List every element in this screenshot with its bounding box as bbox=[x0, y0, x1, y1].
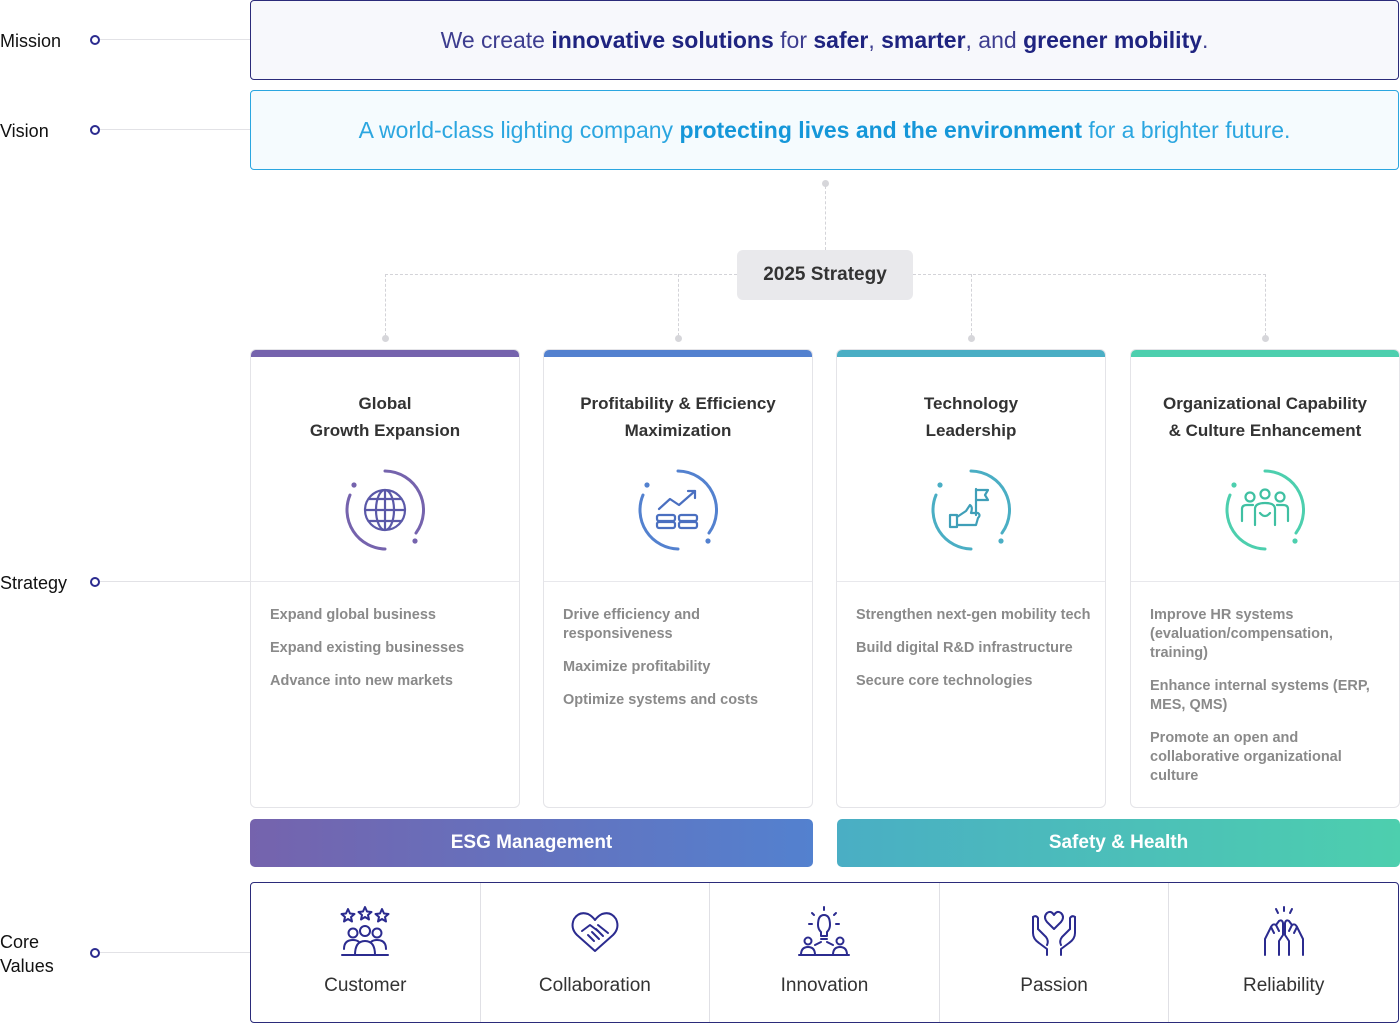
lightbulb-people-icon bbox=[798, 906, 851, 956]
core-values-panel: Customer Collaboration bbox=[250, 882, 1399, 1023]
strategy-connector bbox=[100, 581, 250, 582]
connector-line bbox=[385, 274, 737, 275]
card-item: Maximize profitability bbox=[563, 659, 711, 675]
vision-marker bbox=[90, 125, 100, 135]
mission-statement: We create innovative solutions for safer… bbox=[250, 0, 1399, 80]
core-value-label: Innovation bbox=[780, 975, 869, 996]
strategy-card-profitability: Profitability & Efficiency Maximization … bbox=[543, 349, 813, 808]
connector-line bbox=[1265, 274, 1266, 336]
mission-emphasis: greener mobility bbox=[1023, 26, 1203, 53]
connector-line bbox=[385, 274, 386, 336]
core-value-label: Collaboration bbox=[538, 975, 651, 996]
connector-dot bbox=[968, 335, 975, 342]
core-value-collaboration: Collaboration bbox=[481, 883, 711, 1022]
card-item: Advance into new markets bbox=[270, 673, 453, 689]
connector-dot bbox=[675, 335, 682, 342]
core-values-marker bbox=[90, 948, 100, 958]
mission-marker bbox=[90, 35, 100, 45]
card-item: Build digital R&D infrastructure bbox=[856, 640, 1073, 656]
connector-dot bbox=[382, 335, 389, 342]
connector-line bbox=[971, 274, 972, 336]
mission-label: Mission bbox=[0, 31, 62, 51]
flag-hand-icon bbox=[931, 469, 1012, 551]
esg-management-band: ESG Management bbox=[250, 819, 813, 867]
card-title: Technology Leadership bbox=[923, 394, 1019, 440]
core-values-label-line2: Values bbox=[0, 956, 54, 976]
growth-chart-icon bbox=[638, 469, 719, 551]
core-values-label-line1: Core bbox=[0, 932, 40, 952]
card-item: Secure core technologies bbox=[856, 673, 1033, 689]
strategy-card-organization: Organizational Capability & Culture Enha… bbox=[1130, 349, 1400, 808]
high-five-icon bbox=[1263, 906, 1304, 956]
mission-emphasis: innovative solutions bbox=[551, 26, 774, 53]
connector-line bbox=[678, 274, 679, 336]
strategy-card-global-growth: Global Growth Expansion Expand global bu… bbox=[250, 349, 520, 808]
customer-group-icon bbox=[340, 906, 390, 956]
mission-part: , and bbox=[965, 26, 1024, 53]
card-item-list: Strengthen next-gen mobility tech Build … bbox=[856, 606, 1091, 705]
card-item: Expand existing businesses bbox=[270, 640, 465, 656]
card-accent-bar bbox=[1131, 350, 1399, 357]
connector-dot bbox=[822, 180, 829, 187]
heart-hands-icon bbox=[1032, 910, 1077, 956]
card-divider bbox=[544, 581, 812, 582]
core-values-label: Core Values bbox=[0, 930, 54, 978]
mission-connector bbox=[100, 39, 250, 40]
vision-statement: A world-class lighting company protectin… bbox=[250, 90, 1399, 170]
mission-text: We create innovative solutions for safer… bbox=[441, 27, 1209, 54]
card-item: Enhance internal systems (ERP, MES, QMS) bbox=[1150, 678, 1370, 713]
card-accent-bar bbox=[837, 350, 1105, 357]
core-value-innovation: Innovation bbox=[710, 883, 940, 1022]
mission-part: . bbox=[1202, 26, 1209, 53]
card-title: Global Growth Expansion bbox=[309, 394, 461, 440]
vision-connector bbox=[100, 129, 250, 130]
strategy-title: 2025 Strategy bbox=[737, 250, 913, 300]
mission-emphasis: smarter bbox=[881, 26, 966, 53]
handshake-heart-icon bbox=[571, 912, 619, 952]
core-value-passion: Passion bbox=[940, 883, 1170, 1022]
core-value-label: Passion bbox=[1020, 975, 1088, 996]
mission-emphasis: safer bbox=[813, 26, 869, 53]
vision-label: Vision bbox=[0, 121, 49, 141]
card-item: Drive efficiency and responsiveness bbox=[563, 607, 700, 642]
connector-dot bbox=[1262, 335, 1269, 342]
card-item: Strengthen next-gen mobility tech bbox=[856, 607, 1091, 623]
card-item: Optimize systems and costs bbox=[563, 692, 759, 708]
safety-health-band: Safety & Health bbox=[837, 819, 1400, 867]
card-item: Improve HR systems (evaluation/compensat… bbox=[1150, 607, 1333, 661]
strategy-marker bbox=[90, 577, 100, 587]
card-item-list: Expand global business Expand existing b… bbox=[270, 606, 505, 705]
strategy-label: Strategy bbox=[0, 573, 68, 593]
card-item: Promote an open and collaborative organi… bbox=[1150, 730, 1342, 784]
card-accent-bar bbox=[251, 350, 519, 357]
mission-part: , bbox=[868, 26, 882, 53]
card-divider bbox=[837, 581, 1105, 582]
vision-part: A world-class lighting company bbox=[358, 116, 680, 143]
card-divider bbox=[251, 581, 519, 582]
vision-part: for a brighter future. bbox=[1082, 116, 1291, 143]
core-value-reliability: Reliability bbox=[1169, 883, 1398, 1022]
strategy-card-technology: Technology Leadership Strengthen next-ge… bbox=[836, 349, 1106, 808]
connector-line bbox=[913, 274, 1266, 275]
card-item-list: Improve HR systems (evaluation/compensat… bbox=[1150, 606, 1385, 800]
mission-part: for bbox=[773, 26, 814, 53]
card-accent-bar bbox=[544, 350, 812, 357]
card-item: Expand global business bbox=[270, 607, 436, 623]
globe-icon bbox=[345, 469, 426, 551]
card-divider bbox=[1131, 581, 1399, 582]
core-value-customer: Customer bbox=[251, 883, 481, 1022]
vision-text: A world-class lighting company protectin… bbox=[359, 117, 1291, 144]
core-value-label: Customer bbox=[324, 975, 407, 996]
vision-emphasis: protecting lives and the environment bbox=[679, 116, 1083, 143]
connector-line bbox=[825, 186, 826, 250]
card-title: Profitability & Efficiency Maximization bbox=[580, 394, 776, 440]
team-icon bbox=[1225, 469, 1306, 551]
core-value-label: Reliability bbox=[1243, 975, 1325, 996]
core-values-connector bbox=[100, 952, 250, 953]
card-title: Organizational Capability & Culture Enha… bbox=[1162, 394, 1368, 440]
mission-part: We create bbox=[440, 26, 552, 53]
card-item-list: Drive efficiency and responsiveness Maxi… bbox=[563, 606, 798, 724]
